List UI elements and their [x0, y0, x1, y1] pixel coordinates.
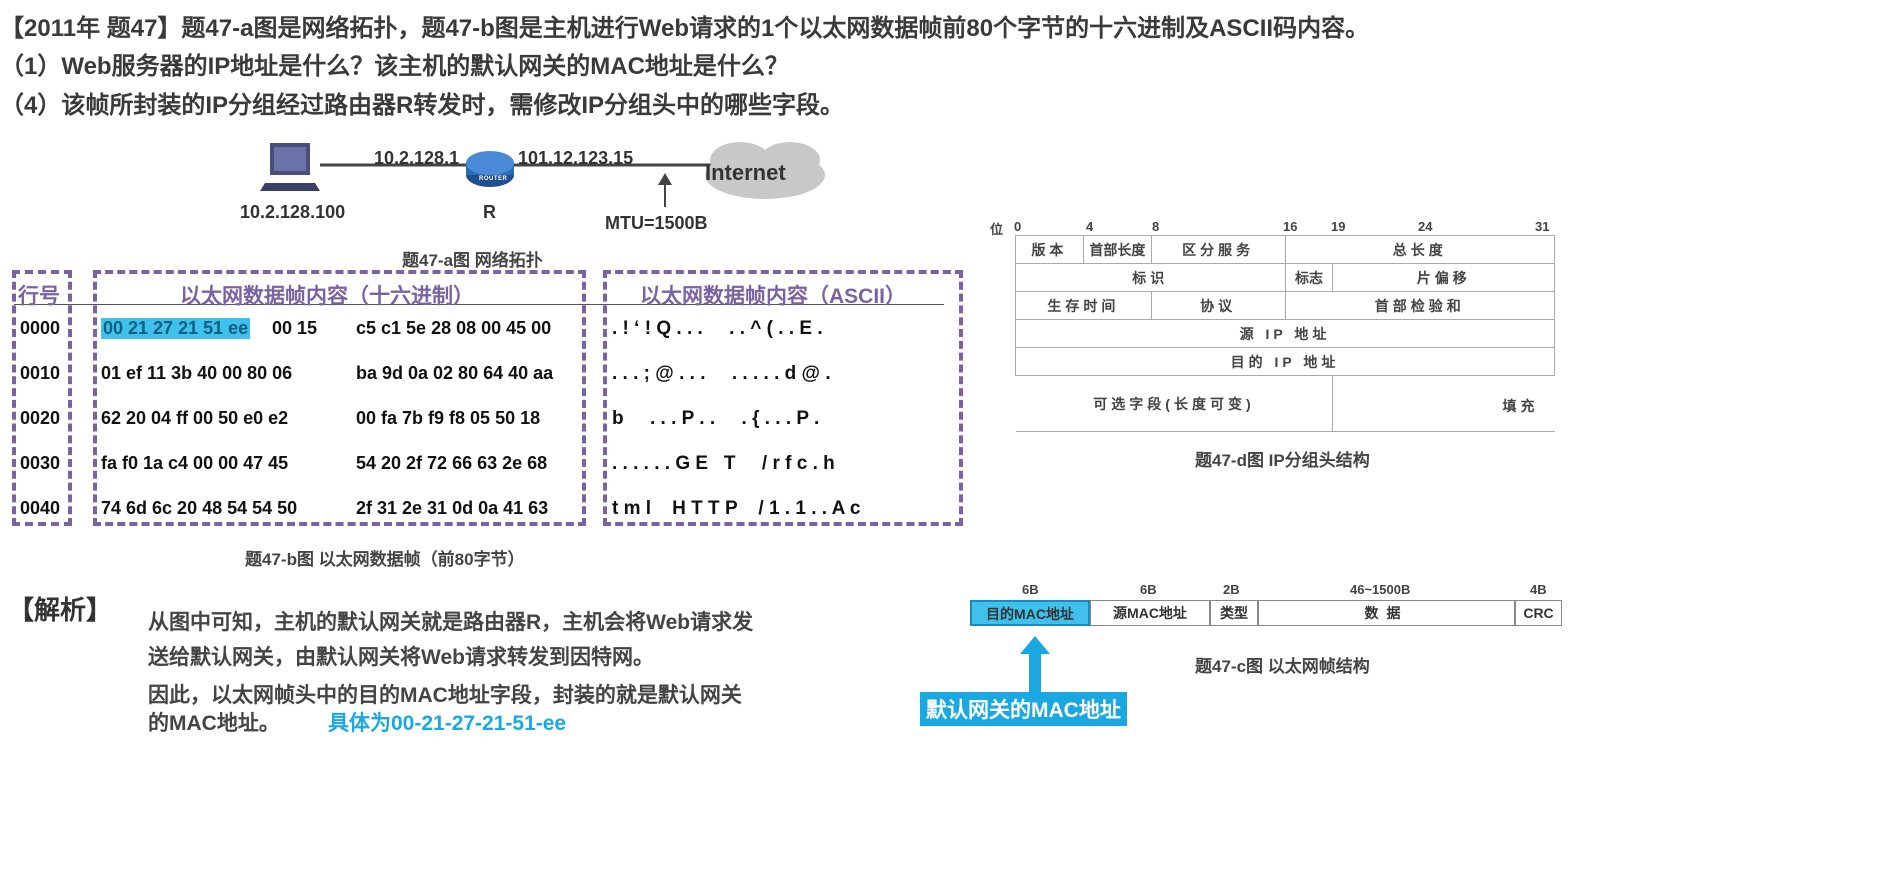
field-protocol: 协议: [1150, 291, 1286, 320]
internet-label: Internet: [705, 160, 786, 185]
hex-bytes-a: 01 ef 11 3b 40 00 80 06: [101, 363, 293, 383]
size-crc: 4B: [1530, 582, 1547, 597]
hex-bytes-b: 54 20 2f 72 66 63 2e 68: [356, 453, 548, 473]
internet-cloud-icon: [705, 142, 825, 199]
ascii-bytes: t m l H T T P / 1 . 1 . . A c: [612, 498, 861, 519]
question-line-1: 【2011年 题47】题47-a图是网络拓扑，题47-b图是主机进行Web请求的…: [0, 15, 1370, 42]
field-fragment-offset: 片偏移: [1332, 263, 1555, 292]
field-src-ip: 源 IP 地址: [1015, 319, 1555, 348]
router-right-ip: 101.12.123.15: [518, 148, 634, 168]
bit-31: 31: [1535, 219, 1550, 234]
question-line-2: （1）Web服务器的IP地址是什么？该主机的默认网关的MAC地址是什么？: [0, 53, 789, 80]
network-topology: [260, 142, 825, 207]
hex-bytes-b: c5 c1 5e 28 08 00 45 00: [356, 318, 552, 338]
mtu-arrow-icon: [658, 173, 672, 185]
ip-header-caption: 题47-d图 IP分组头结构: [1195, 451, 1370, 470]
hex-bytes-a: 74 6d 6c 20 48 54 54 50: [101, 498, 298, 518]
eth-field-dst-mac: 目的MAC地址: [970, 600, 1090, 626]
field-padding: 填充: [1502, 398, 1539, 414]
row-number: 0010: [20, 363, 61, 383]
bit-16: 16: [1283, 219, 1298, 234]
hex-bytes-a: fa f0 1a c4 00 00 47 45: [101, 453, 289, 473]
row-number-header: 行号: [18, 285, 60, 308]
ip-header-table: 版本首部长度区分服务总长度 标识标志片偏移 生存时间协议首部检验和 源 IP 地…: [1015, 235, 1555, 432]
eth-field-type: 类型: [1210, 600, 1258, 626]
eth-field-crc: CRC: [1515, 600, 1562, 626]
bit-19: 19: [1331, 219, 1346, 234]
router-icon-text: ROUTER: [479, 176, 508, 182]
hex-header: 以太网数据帧内容（十六进制）: [180, 285, 474, 308]
router-left-ip: 10.2.128.1: [374, 148, 460, 168]
bit-4: 4: [1086, 219, 1094, 234]
eth-caption: 题47-c图 以太网帧结构: [1195, 657, 1370, 676]
hex-bytes-a: 00 15: [272, 318, 318, 338]
row-number: 0030: [20, 453, 61, 473]
field-checksum: 首部检验和: [1284, 291, 1555, 320]
field-identification: 标识: [1015, 263, 1286, 292]
router-label: R: [483, 202, 496, 222]
eth-field-src-mac: 源MAC地址: [1090, 600, 1210, 626]
header-divider: [14, 304, 944, 305]
gateway-mac-answer: 具体为00-21-27-21-51-ee: [328, 712, 567, 735]
router-icon: [466, 151, 514, 187]
field-version: 版本: [1015, 235, 1084, 264]
host-computer-icon: [260, 143, 320, 191]
analysis-text: 的MAC地址。: [148, 712, 280, 735]
size-dst-mac: 6B: [1022, 582, 1039, 597]
hex-bytes-a: 62 20 04 ff 00 50 e0 e2: [101, 408, 289, 428]
hex-box: [93, 270, 586, 526]
row-number: 0040: [20, 498, 61, 518]
analysis-label: 【解析】: [8, 595, 113, 625]
analysis-text: 因此，以太网帧头中的目的MAC地址字段，封装的就是默认网关: [148, 684, 742, 707]
bit-24: 24: [1418, 219, 1433, 234]
field-ds: 区分服务: [1150, 235, 1286, 264]
analysis-text: 从图中可知，主机的默认网关就是路由器R，主机会将Web请求发: [148, 611, 754, 634]
field-ttl: 生存时间: [1015, 291, 1152, 320]
bit-8: 8: [1152, 219, 1160, 234]
frame-caption: 题47-b图 以太网数据帧（前80字节）: [245, 550, 525, 569]
row-number: 0000: [20, 318, 61, 338]
mtu-label: MTU=1500B: [605, 213, 708, 233]
field-ihl: 首部长度: [1082, 235, 1152, 264]
eth-field-data: 数据: [1258, 600, 1515, 626]
hex-bytes-b: ba 9d 0a 02 80 64 40 aa: [356, 363, 554, 383]
row-number: 0020: [20, 408, 61, 428]
bit-0: 0: [1014, 219, 1022, 234]
field-options: 可选字段(长度可变): [1015, 375, 1334, 432]
ascii-header: 以太网数据帧内容（ASCII）: [640, 285, 907, 308]
ascii-bytes: . . . . . . G E T / r f c . h: [612, 453, 835, 474]
ascii-bytes: . ! ‘ ! Q . . . . . ^ ( . . E .: [612, 318, 823, 339]
ascii-bytes: b . . . P . . . { . . . P .: [612, 408, 820, 429]
gateway-mac-callout: 默认网关的MAC地址: [920, 692, 1127, 726]
padding-cell: 填充: [1332, 375, 1555, 432]
up-arrow-icon: [1020, 636, 1050, 692]
field-flags: 标志: [1284, 263, 1334, 292]
size-data: 46~1500B: [1350, 582, 1411, 597]
ascii-box: [603, 270, 963, 526]
size-src-mac: 6B: [1140, 582, 1157, 597]
analysis-text: 送给默认网关，由默认网关将Web请求转发到因特网。: [148, 646, 654, 669]
topology-caption: 题47-a图 网络拓扑: [402, 251, 543, 270]
field-total-length: 总长度: [1284, 235, 1555, 264]
ascii-bytes: . . . ; @ . . . . . . . . d @ .: [612, 363, 831, 384]
size-type: 2B: [1223, 582, 1240, 597]
row-number-box: [12, 270, 72, 526]
highlighted-dst-mac: 00 21 27 21 51 ee: [101, 318, 251, 339]
hex-bytes-b: 00 fa 7b f9 f8 05 50 18: [356, 408, 541, 428]
hex-bytes-b: 2f 31 2e 31 0d 0a 41 63: [356, 498, 549, 518]
host-ip: 10.2.128.100: [240, 202, 346, 222]
bit-label: 位: [990, 222, 1004, 237]
question-line-3: （4）该帧所封装的IP分组经过路由器R转发时，需修改IP分组头中的哪些字段。: [0, 92, 845, 119]
field-dst-ip: 目的 IP 地址: [1015, 347, 1555, 376]
